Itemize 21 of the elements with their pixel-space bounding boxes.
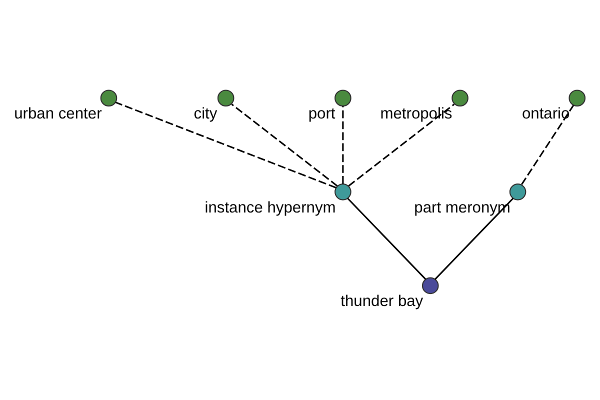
node-label: metropolis: [380, 104, 452, 122]
node-label: instance hypernym: [204, 198, 336, 216]
node-circle: [422, 276, 439, 294]
node-circle: [217, 89, 234, 106]
node-circle: [509, 183, 526, 200]
connector: [521, 104, 574, 184]
connector: [348, 103, 455, 186]
node-label: port: [308, 104, 336, 122]
node-circle: [452, 89, 468, 106]
node-circle: [334, 89, 352, 106]
node-circle: [334, 183, 352, 200]
connector: [342, 106, 344, 184]
connector: [347, 197, 426, 280]
node-circle: [568, 89, 586, 106]
node-label: thunder bay: [340, 292, 424, 310]
connector: [231, 103, 338, 186]
node-circle: [100, 89, 118, 106]
node-label: city: [194, 104, 218, 122]
node-label: urban center: [14, 104, 102, 122]
connector: [115, 101, 336, 188]
node-label: ontario: [522, 104, 570, 122]
